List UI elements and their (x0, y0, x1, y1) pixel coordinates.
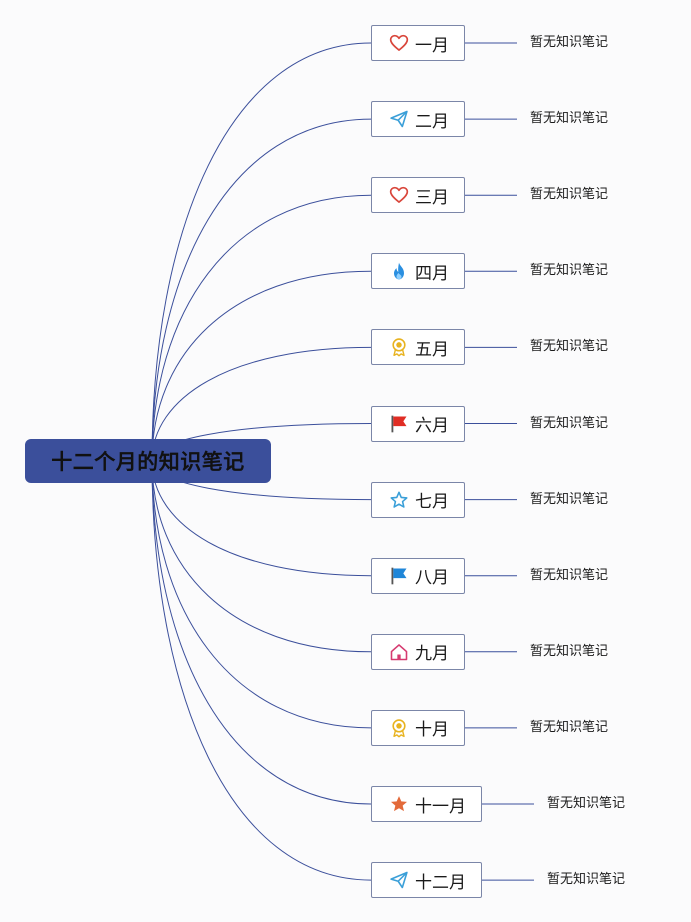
branch-note[interactable]: 暂无知识笔记 (530, 643, 609, 659)
branch-note[interactable]: 暂无知识笔记 (530, 415, 609, 431)
branch-note[interactable]: 暂无知识笔记 (547, 872, 626, 888)
branch-label: 十二月 (415, 872, 466, 893)
paper-plane-icon (388, 108, 410, 130)
heart-icon (388, 184, 410, 206)
heart-icon (388, 32, 410, 54)
branch-note[interactable]: 暂无知识笔记 (530, 111, 609, 127)
branch-connector (151, 270, 372, 462)
branch-note[interactable]: 暂无知识笔记 (530, 263, 609, 279)
branch-connector (151, 460, 372, 729)
star-outline-icon (388, 489, 410, 511)
branch-label: 四月 (415, 263, 449, 284)
root-topic-label: 十二个月的知识笔记 (51, 450, 245, 474)
flame-icon (388, 260, 410, 282)
branch-label: 二月 (415, 111, 449, 132)
branch-label: 六月 (415, 416, 449, 436)
branch-node[interactable]: 十一月 (371, 786, 482, 822)
award-icon (388, 717, 410, 739)
branch-note[interactable]: 暂无知识笔记 (530, 187, 609, 203)
branch-connector (151, 460, 372, 577)
branch-node[interactable]: 七月 (371, 481, 465, 518)
branch-connector (151, 42, 372, 462)
branch-node[interactable]: 三月 (371, 177, 465, 214)
flag-icon (388, 413, 410, 435)
paper-plane-icon (388, 869, 410, 891)
branch-node[interactable]: 九月 (371, 633, 465, 670)
branch-node[interactable]: 五月 (371, 329, 465, 366)
branch-node[interactable]: 十月 (371, 709, 465, 746)
branch-label: 一月 (415, 35, 449, 56)
branch-label: 九月 (415, 644, 449, 665)
branch-node[interactable]: 四月 (371, 253, 465, 290)
branch-connector (151, 460, 372, 653)
branch-connector (151, 118, 372, 462)
branch-label: 八月 (415, 568, 449, 589)
branch-node[interactable]: 八月 (371, 557, 465, 594)
branch-note[interactable]: 暂无知识笔记 (547, 796, 626, 811)
branch-label: 十一月 (415, 796, 466, 817)
branch-note[interactable]: 暂无知识笔记 (530, 567, 609, 583)
branch-connector (151, 460, 372, 805)
branch-label: 五月 (415, 339, 449, 360)
star-filled-icon (388, 793, 410, 815)
branch-node[interactable]: 一月 (371, 25, 465, 61)
branch-label: 七月 (415, 492, 449, 513)
branch-connector (151, 346, 372, 462)
branch-label: 三月 (415, 187, 449, 208)
branch-note[interactable]: 暂无知识笔记 (530, 719, 609, 735)
award-icon (388, 336, 410, 358)
branch-note[interactable]: 暂无知识笔记 (530, 491, 609, 507)
branch-note[interactable]: 暂无知识笔记 (530, 35, 609, 50)
branch-label: 十月 (415, 720, 449, 741)
branch-node[interactable]: 十二月 (371, 862, 482, 899)
root-topic[interactable]: 十二个月的知识笔记 (25, 439, 271, 483)
branch-connector (151, 194, 372, 462)
branch-node[interactable]: 六月 (371, 405, 465, 442)
home-icon (388, 641, 410, 663)
flag-icon (388, 565, 410, 587)
branch-connector (151, 460, 372, 881)
branch-note[interactable]: 暂无知识笔记 (530, 339, 609, 355)
branch-node[interactable]: 二月 (371, 101, 465, 138)
